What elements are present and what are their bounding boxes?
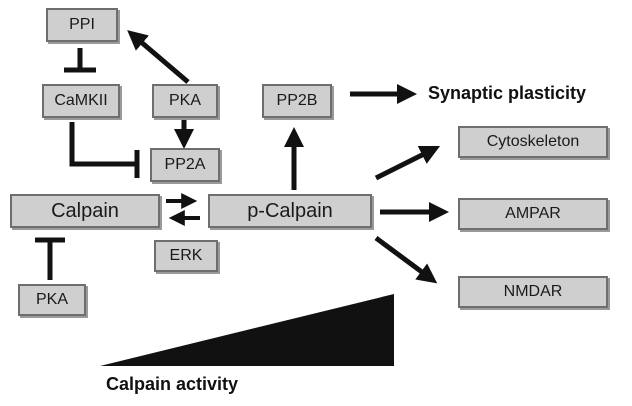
node-nmdar: NMDAR (458, 276, 608, 308)
calpain-activity-wedge (100, 294, 394, 366)
edge-pka-to-ppi (127, 30, 190, 84)
node-pp2b: PP2B (262, 84, 332, 118)
edge-camkii-inhibits-pp2a (69, 122, 136, 167)
node-erk: ERK (154, 240, 218, 272)
node-cytoskeleton: Cytoskeleton (458, 126, 608, 158)
node-ampar: AMPAR (458, 198, 608, 230)
node-p-calpain: p-Calpain (208, 194, 372, 228)
edge-pcalpain-to-nmdar (374, 235, 438, 284)
node-calpain: Calpain (10, 194, 160, 228)
node-pka-bottom: PKA (18, 284, 86, 316)
label-synaptic-plasticity: Synaptic plasticity (428, 83, 587, 103)
edge-pcalpain-to-cytoskeleton (374, 145, 441, 181)
label-calpain-activity: Calpain activity (106, 374, 239, 394)
node-pp2a: PP2A (150, 148, 220, 182)
node-ppi: PPI (46, 8, 118, 42)
node-camkii: CaMKII (42, 84, 120, 118)
node-pka-top: PKA (152, 84, 218, 118)
